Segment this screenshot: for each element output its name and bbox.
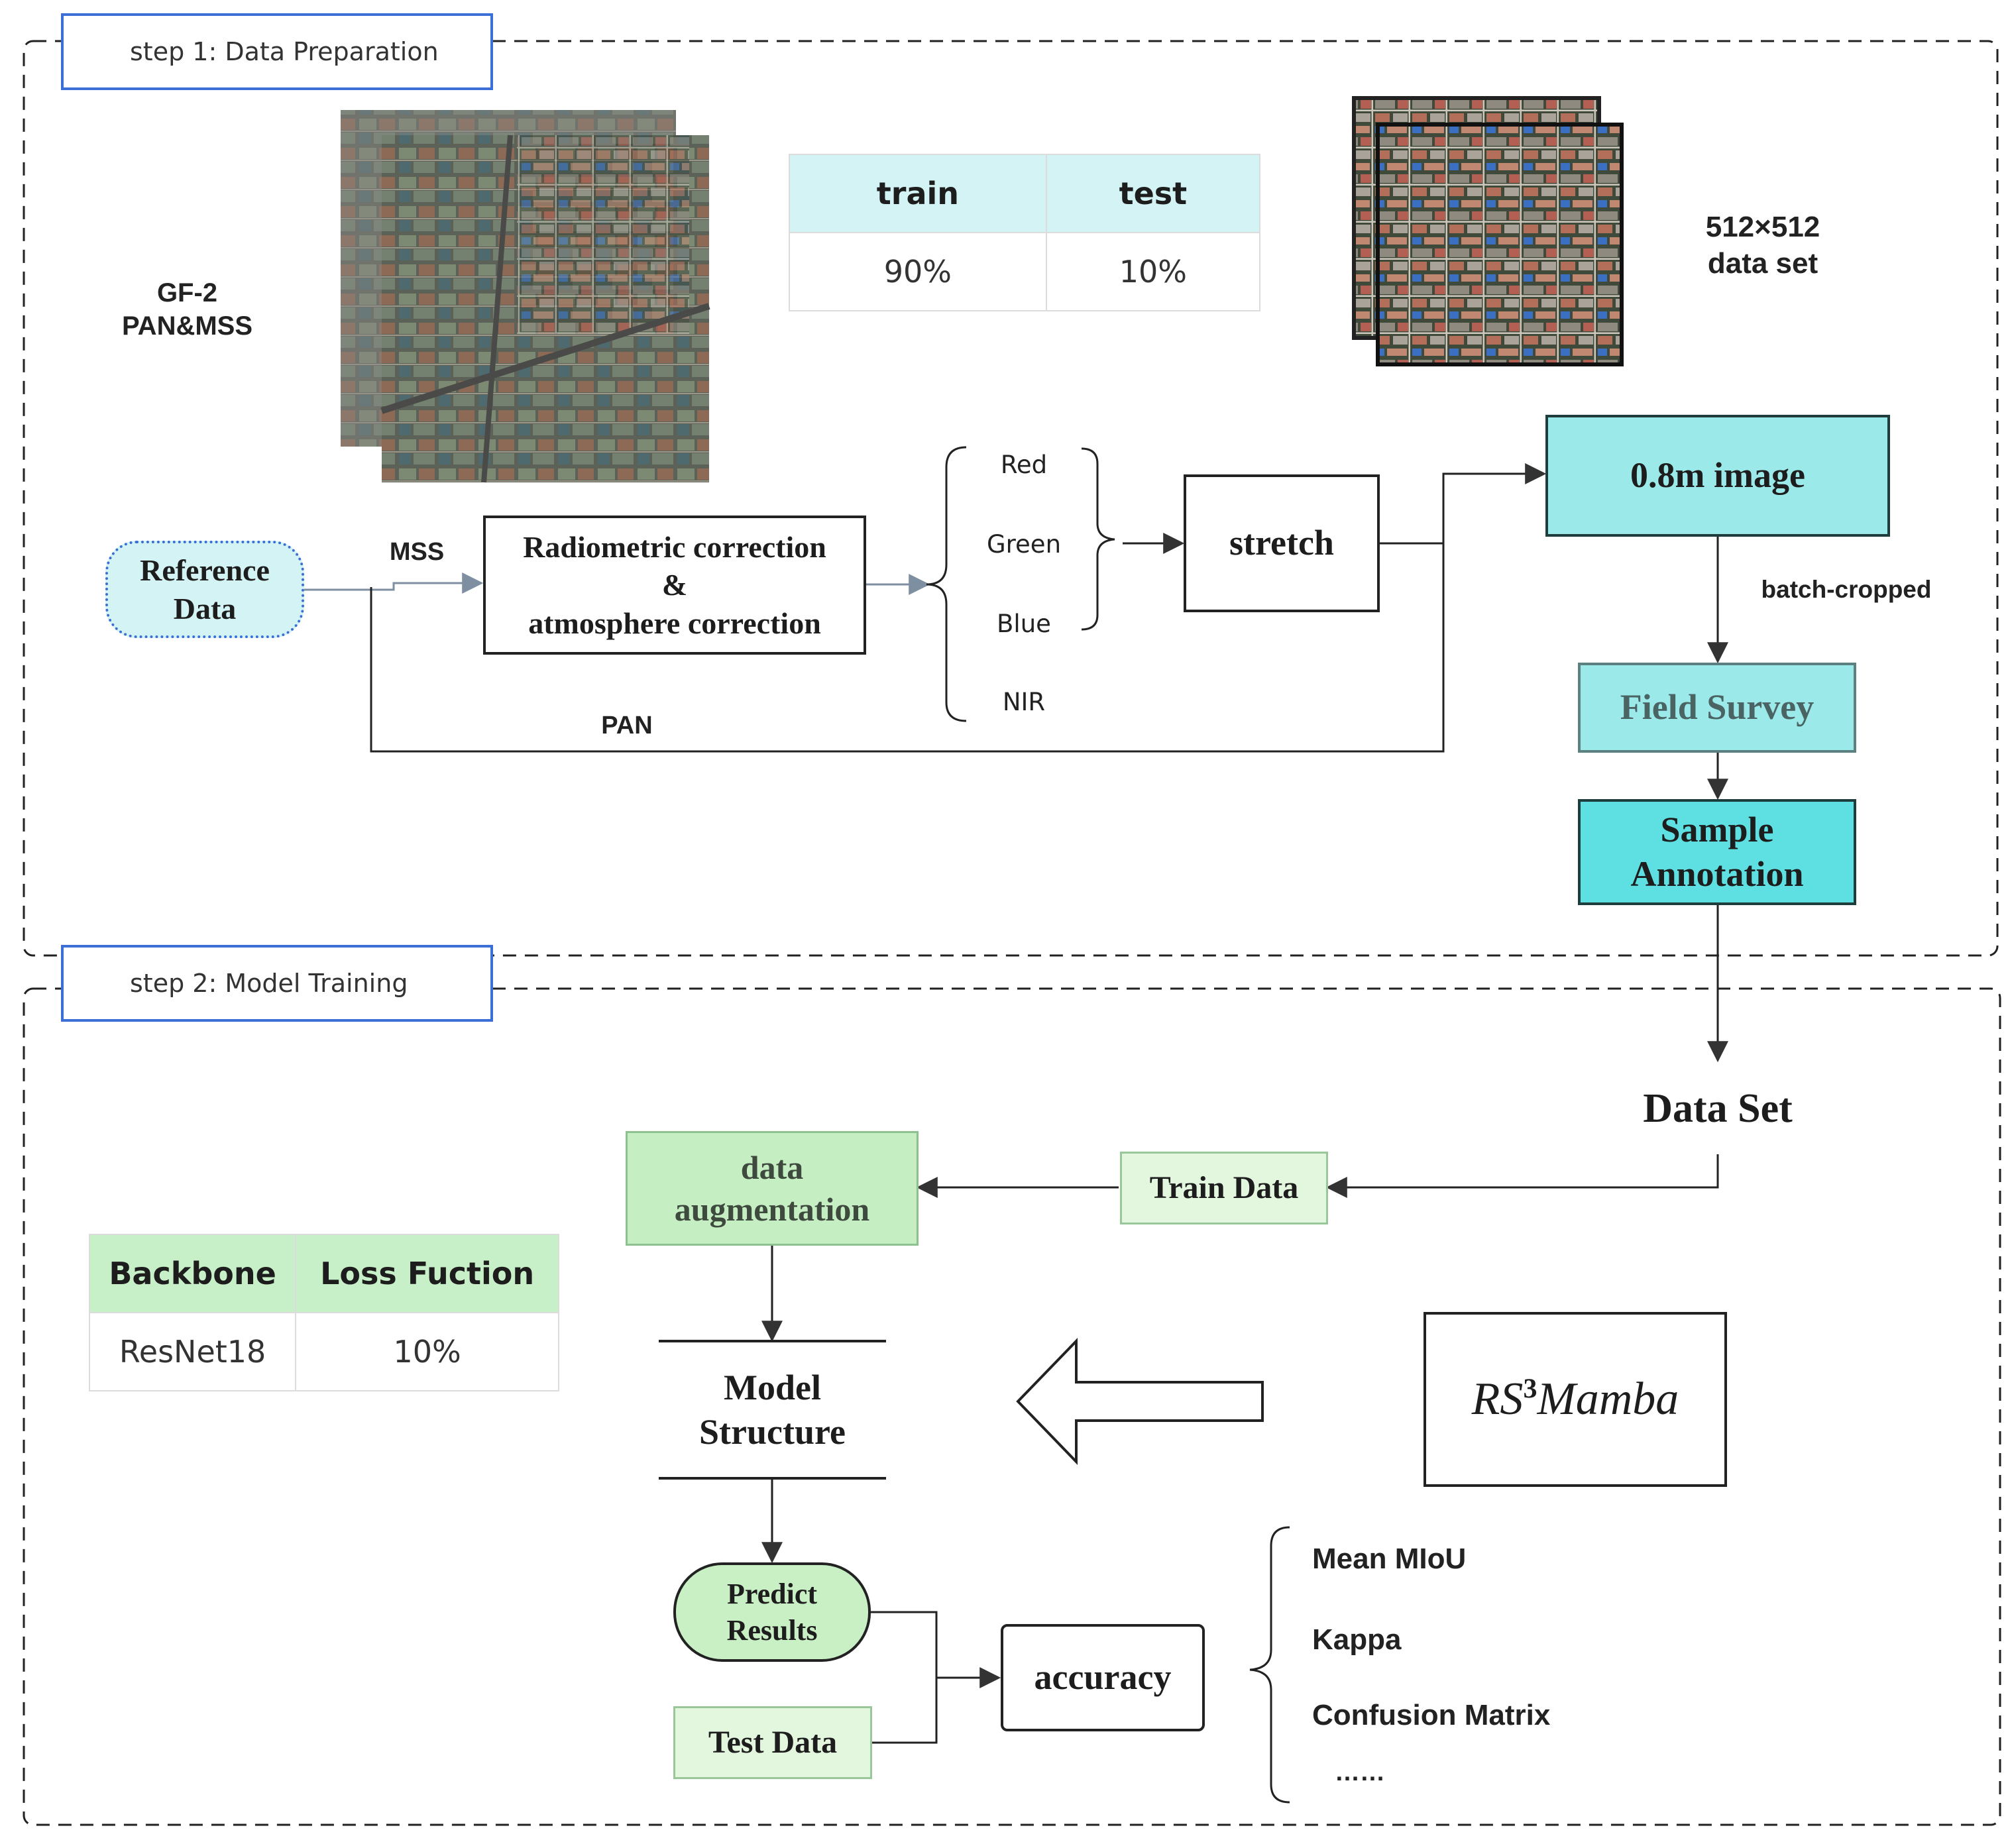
split-header-test: test: [1045, 154, 1261, 233]
split-header-train: train: [789, 154, 1047, 233]
metric-confusion-matrix: Confusion Matrix: [1312, 1698, 1551, 1731]
edge-mss: [304, 572, 484, 594]
step1-frame: [23, 40, 1999, 957]
band-brace-left: [926, 446, 967, 722]
backbone-table-row: ResNet18 10%: [88, 1312, 559, 1391]
split-table: train test 90% 10%: [789, 154, 1261, 311]
edge-results-merge: [871, 1611, 938, 1744]
sample-annotation-node: Sample Annotation: [1578, 799, 1856, 905]
source-label: GF-2 PAN&MSS: [99, 273, 275, 346]
predict-results-line2: Results: [726, 1614, 818, 1647]
step1-tab: step 1: Data Preparation: [61, 13, 493, 90]
metric-mean-miou: Mean MIoU: [1312, 1542, 1467, 1575]
edge-stretch-image: [1380, 463, 1547, 545]
backbone-table: Backbone Loss Fuction ResNet18 10%: [88, 1234, 559, 1391]
band-blue: Blue: [997, 609, 1051, 638]
dataset-size-line2: data set: [1707, 247, 1818, 280]
step2-label: step 2: Model Training: [130, 969, 408, 998]
model-structure-line2: Structure: [699, 1412, 846, 1452]
edge-label-mss: MSS: [389, 538, 445, 567]
band-green: Green: [986, 529, 1062, 559]
model-structure-node: Model Structure: [659, 1344, 886, 1476]
test-data-node: Test Data: [673, 1706, 872, 1779]
split-table-header: train test: [789, 154, 1261, 233]
model-name-rest: Mamba: [1537, 1374, 1679, 1425]
split-value-test: 10%: [1045, 232, 1261, 311]
image-08m-node: 0.8m image: [1545, 415, 1890, 537]
correction-node: Radiometric correction & atmosphere corr…: [483, 516, 866, 655]
reference-data-line1: Reference: [140, 553, 270, 587]
sample-annotation-line2: Annotation: [1630, 854, 1804, 894]
band-brace-right: [1081, 447, 1115, 631]
predict-results-node: Predict Results: [673, 1562, 871, 1662]
metric-kappa: Kappa: [1312, 1623, 1402, 1656]
stretch-node: stretch: [1184, 474, 1380, 612]
source-line2: PAN&MSS: [121, 311, 253, 341]
correction-line2: &: [661, 568, 688, 602]
data-augmentation-line1: data: [740, 1149, 804, 1186]
band-red: Red: [1000, 450, 1048, 479]
metric-ellipsis: ……: [1335, 1759, 1385, 1787]
step2-tab: step 2: Model Training: [61, 945, 493, 1022]
split-table-row: 90% 10%: [789, 232, 1261, 311]
source-line1: GF-2: [156, 278, 218, 307]
accuracy-node: accuracy: [1001, 1624, 1205, 1731]
reference-data-node: Reference Data: [105, 541, 304, 638]
metrics-brace: [1249, 1526, 1290, 1804]
dataset-size-line1: 512×512: [1705, 211, 1820, 243]
correction-line3: atmosphere correction: [528, 606, 821, 640]
sample-annotation-line1: Sample: [1660, 809, 1774, 849]
band-nir: NIR: [1002, 687, 1046, 716]
model-name-superscript: 3: [1523, 1374, 1537, 1405]
correction-line1: Radiometric correction: [523, 529, 826, 564]
backbone-table-header: Backbone Loss Fuction: [88, 1234, 559, 1313]
model-structure-line1: Model: [724, 1367, 821, 1407]
model-name-node: RS3Mamba: [1424, 1312, 1727, 1487]
edge-label-pan: PAN: [601, 712, 653, 740]
gf2-satellite-image: [341, 110, 710, 483]
hollow-arrow-icon: [1016, 1338, 1264, 1465]
edge-dataset-train: [1325, 1154, 1719, 1198]
step2-frame: [23, 987, 2001, 1826]
step1-label: step 1: Data Preparation: [130, 37, 439, 66]
backbone-value: ResNet18: [88, 1312, 297, 1391]
loss-function-header: Loss Fuction: [295, 1234, 559, 1313]
data-augmentation-line2: augmentation: [674, 1190, 870, 1228]
reference-data-line2: Data: [173, 591, 237, 625]
backbone-header: Backbone: [88, 1234, 297, 1313]
data-augmentation-node: data augmentation: [626, 1131, 919, 1246]
data-set-node: Data Set: [1643, 1086, 1793, 1132]
split-value-train: 90%: [789, 232, 1047, 311]
edge-label-batch-cropped: batch-cropped: [1761, 575, 1932, 603]
predict-results-line1: Predict: [726, 1578, 818, 1610]
model-name-base: RS: [1471, 1374, 1524, 1425]
dataset-tile-image: [1352, 96, 1624, 366]
dataset-size-label: 512×512 data set: [1670, 205, 1856, 285]
field-survey-node: Field Survey: [1578, 663, 1856, 753]
loss-function-value: 10%: [295, 1312, 559, 1391]
train-data-node: Train Data: [1120, 1152, 1328, 1224]
